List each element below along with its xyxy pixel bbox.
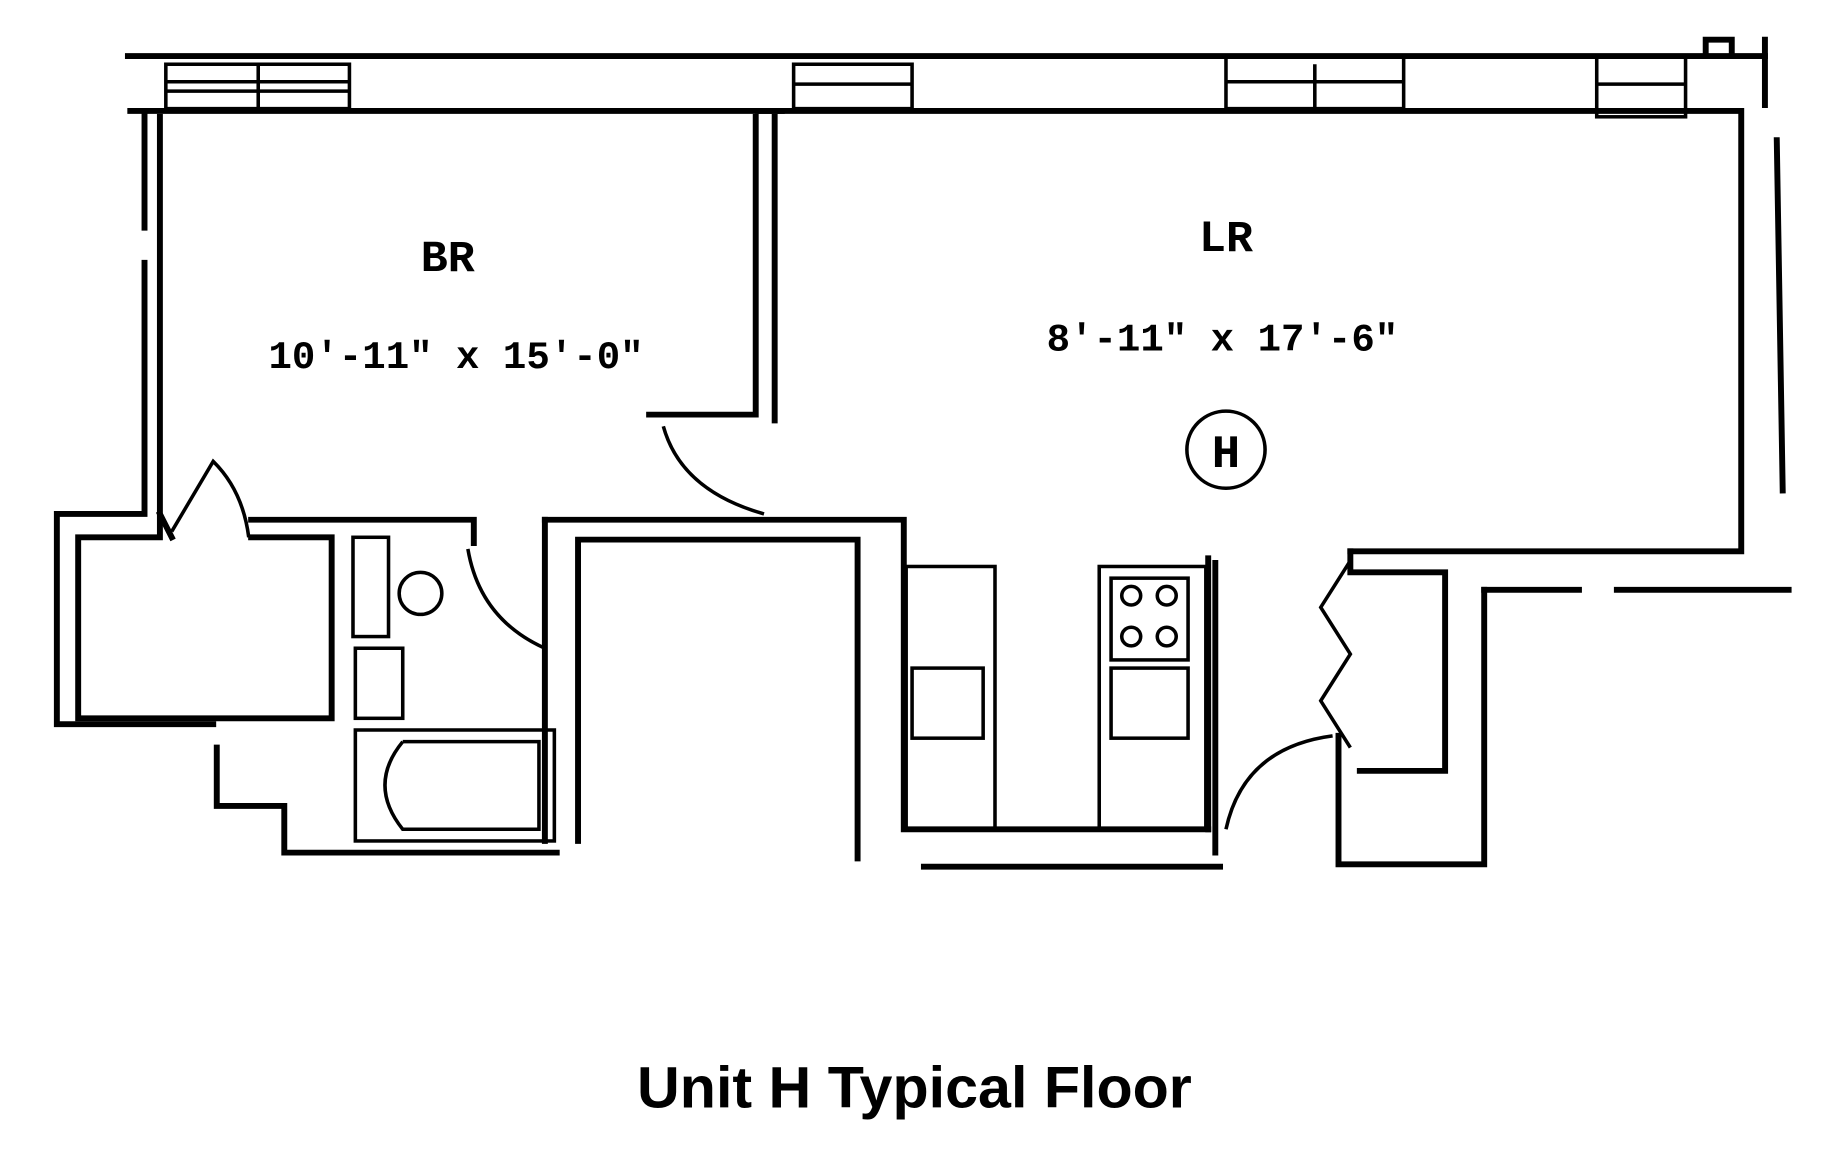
windows [164,54,1688,119]
unit-marker-circle [1185,409,1267,490]
bedroom-dimensions: 10'-11" x 15'-0" [268,336,643,380]
unit-marker: H [1212,429,1240,482]
doors [170,425,1353,830]
caption: Unit H Typical Floor [637,1056,1192,1121]
kitchen-sink-icon [910,666,985,740]
bathroom-fixtures [351,535,557,843]
bathtub-icon [353,728,557,843]
refrigerator-icon [1109,666,1190,740]
kitchen-fixtures [904,564,1208,832]
toilet-icon [397,570,444,617]
exterior-walls [53,36,1792,870]
stove-icon [1109,576,1190,662]
bedroom-label: BR [421,235,475,285]
living-room-label: LR [1199,215,1253,265]
living-room-dimensions: 8'-11" x 17'-6" [1047,319,1399,363]
sink-icon [353,646,405,721]
